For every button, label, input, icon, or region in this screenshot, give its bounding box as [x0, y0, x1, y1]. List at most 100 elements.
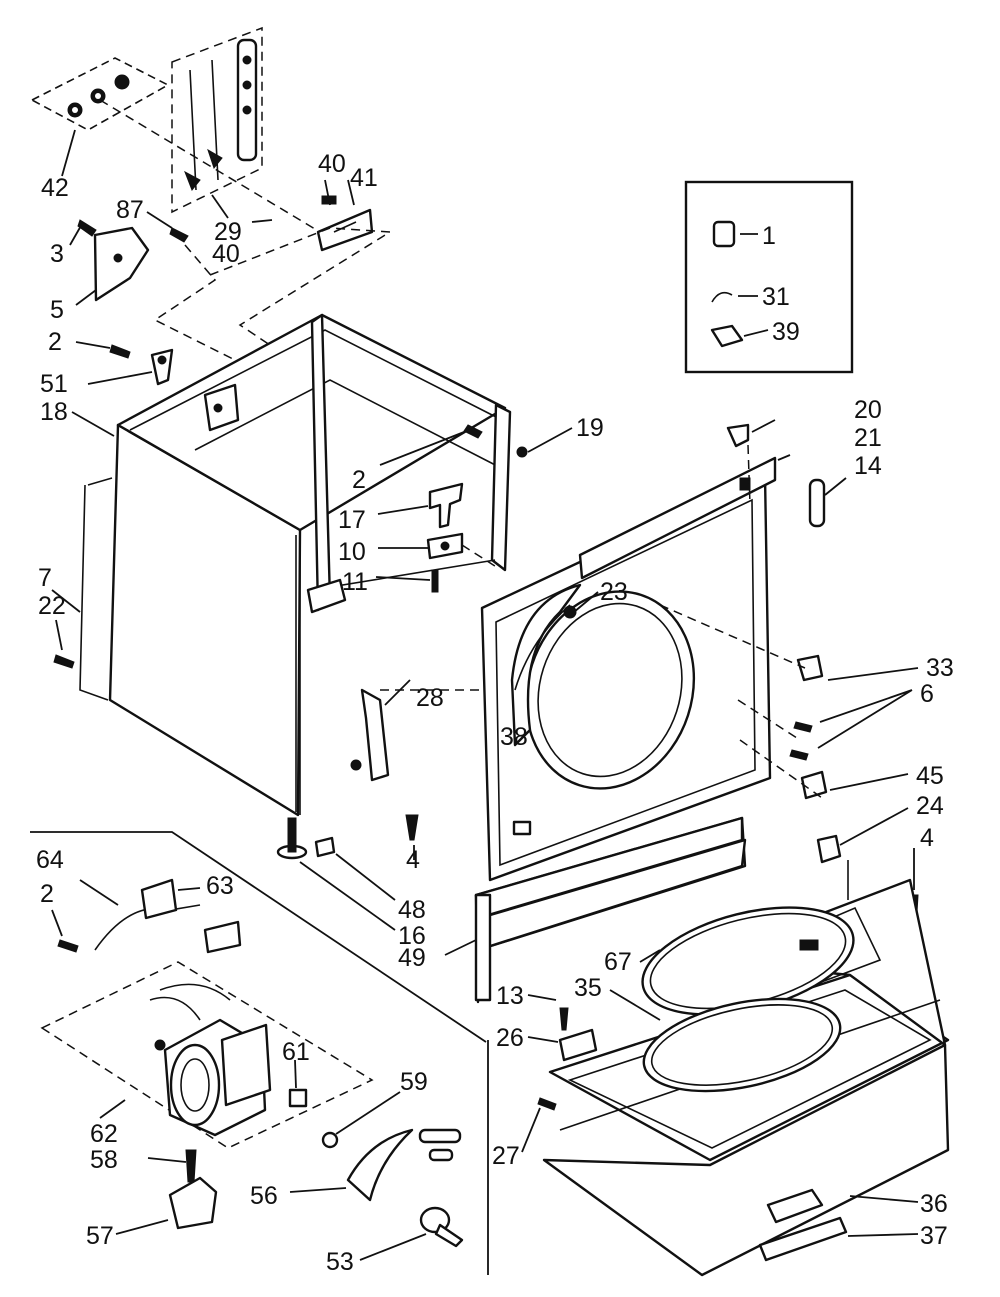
part-61-clip — [288, 1088, 308, 1108]
callout-28: 28 — [416, 684, 444, 712]
part-2-screw-a — [109, 344, 131, 359]
callout-40: 40 — [318, 150, 346, 178]
callout-17: 17 — [338, 506, 366, 534]
callout-23: 23 — [600, 578, 628, 606]
part-87-screw — [169, 227, 189, 243]
callout-1: 1 — [762, 222, 776, 250]
dash-guide-10 — [461, 544, 499, 569]
callout-11: 11 — [342, 568, 368, 596]
callout-13: 13 — [496, 982, 524, 1010]
dash-guides-right — [659, 444, 826, 801]
part-13-screw — [559, 1007, 569, 1031]
callout-39: 39 — [772, 318, 800, 346]
part-22-screw — [53, 654, 75, 669]
callout-41: 41 — [350, 164, 378, 192]
dash-guide-87 — [153, 244, 236, 361]
callout-37: 37 — [920, 1222, 948, 1250]
callout-16: 16 — [398, 922, 426, 950]
callout-62: 62 — [90, 1120, 118, 1148]
part-10-switch — [426, 532, 464, 560]
callout-53: 53 — [326, 1248, 354, 1276]
part-57-bracket — [168, 1176, 218, 1230]
part-58-screw — [185, 1149, 197, 1183]
part-20-knob — [726, 423, 750, 448]
inset-box — [684, 180, 854, 374]
callout-63: 63 — [206, 872, 234, 900]
callout-36: 36 — [920, 1190, 948, 1218]
callout-22: 22 — [38, 592, 66, 620]
part-31-wire — [711, 291, 733, 303]
callout-49: 49 — [398, 944, 426, 972]
leader-lines — [51, 129, 919, 1261]
callout-6: 6 — [920, 680, 934, 708]
part-5-bracket — [93, 226, 150, 302]
part-16-leveling-foot — [276, 817, 308, 860]
part-35-gasket — [642, 997, 842, 1093]
callout-2: 2 — [48, 328, 62, 356]
callout-20: 20 — [854, 396, 882, 424]
part-51-clip — [150, 348, 174, 386]
callout-33: 33 — [926, 654, 954, 682]
part-17-bracket — [428, 482, 464, 529]
callout-14: 14 — [854, 452, 882, 480]
callout-18: 18 — [40, 398, 68, 426]
part-45-strike — [800, 770, 828, 800]
callout-38: 38 — [500, 723, 528, 751]
callout-19: 19 — [576, 414, 604, 442]
callout-2: 2 — [352, 466, 366, 494]
part-56-belt — [346, 1128, 462, 1202]
callout-5: 5 — [50, 296, 64, 324]
part-11-screw — [431, 569, 439, 593]
part-14-pin — [808, 478, 826, 528]
callout-48: 48 — [398, 896, 426, 924]
callout-67: 67 — [604, 948, 632, 976]
callout-59: 59 — [400, 1068, 428, 1096]
callout-51: 51 — [40, 370, 68, 398]
callout-10: 10 — [338, 538, 366, 566]
part-29-bracket-panel — [171, 26, 263, 214]
part-53-pulley — [419, 1206, 464, 1248]
callout-29: 29 — [214, 218, 242, 246]
callout-26: 26 — [496, 1024, 524, 1052]
callout-61: 61 — [282, 1038, 310, 1066]
part-63-brackets — [140, 878, 242, 954]
callout-40: 40 — [212, 240, 240, 268]
callout-4: 4 — [920, 824, 934, 852]
section-divider-line — [30, 831, 487, 1043]
callout-2: 2 — [40, 880, 54, 908]
part-18-cabinet — [79, 313, 512, 817]
part-2-screw-b — [463, 424, 483, 439]
part-3-screw — [77, 219, 97, 237]
part-27-screw — [537, 1097, 557, 1111]
part-6-screw-b — [789, 749, 809, 761]
part-2-screw-c — [57, 939, 79, 953]
part-39-connector — [710, 324, 744, 348]
callout-21: 21 — [854, 424, 882, 452]
callout-87: 87 — [116, 196, 144, 224]
part-26-bracket — [558, 1028, 598, 1062]
callout-3: 3 — [50, 240, 64, 268]
callout-56: 56 — [250, 1182, 278, 1210]
part-6-screw-a — [793, 721, 813, 733]
callout-7: 7 — [38, 564, 52, 592]
callout-24: 24 — [916, 792, 944, 820]
part-4-screw-a — [405, 814, 419, 841]
part-59-nut — [321, 1131, 339, 1149]
part-24-bumper — [816, 834, 842, 864]
part-28-bracket — [350, 688, 390, 782]
callout-64: 64 — [36, 846, 64, 874]
part-49-toe-panel — [474, 816, 747, 1004]
callout-45: 45 — [916, 762, 944, 790]
part-21-front-panel — [480, 456, 777, 882]
part-33-latch — [796, 654, 824, 682]
dash-guide-42 — [99, 99, 326, 236]
part-62-motor-assembly — [40, 961, 374, 1149]
callout-42: 42 — [41, 174, 69, 202]
callout-4: 4 — [406, 846, 420, 874]
part-67-clip — [799, 939, 819, 951]
callout-labels: 42 29 40 41 40 87 3 5 2 51 18 2 19 17 10… — [36, 150, 954, 1276]
callout-31: 31 — [762, 283, 790, 311]
part-48-clip — [314, 836, 336, 858]
part-1-grommet — [712, 220, 736, 248]
